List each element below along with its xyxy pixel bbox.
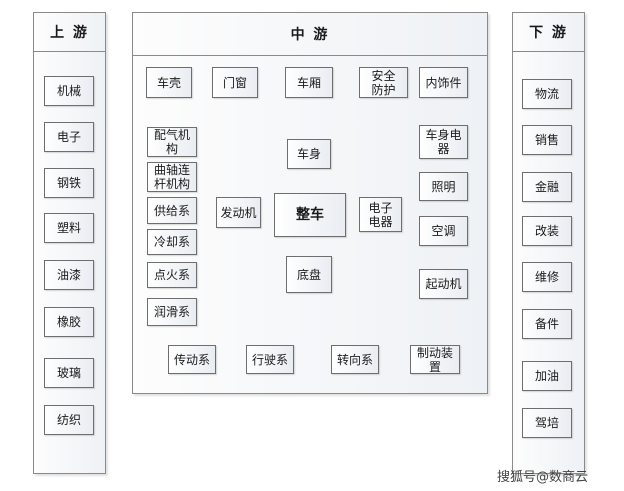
- top-item-safety: 安全防护: [359, 67, 408, 98]
- engine-part-cooling: 冷却系: [147, 229, 197, 255]
- engine-box: 发动机: [216, 197, 261, 228]
- downstream-item-finance: 金融: [522, 172, 572, 202]
- upstream-item-glass: 玻璃: [44, 358, 94, 388]
- downstream-item-parts: 备件: [522, 309, 572, 339]
- upstream-title: 上 游: [34, 13, 105, 52]
- vehicle-box: 整车: [274, 193, 346, 237]
- electronics-box: 电子电器: [359, 197, 402, 232]
- downstream-item-driving-school: 驾培: [522, 408, 572, 438]
- upstream-item-machinery: 机械: [44, 76, 94, 106]
- chassis-box: 底盘: [286, 256, 332, 293]
- engine-part-lubrication: 润滑系: [147, 298, 197, 326]
- chassis-part-transmission: 传动系: [168, 345, 216, 374]
- downstream-item-sales: 销售: [522, 125, 572, 155]
- downstream-item-logistics: 物流: [522, 79, 572, 109]
- upstream-item-steel: 钢铁: [44, 168, 94, 198]
- chassis-part-running: 行驶系: [246, 345, 294, 374]
- upstream-item-plastic: 塑料: [44, 213, 94, 243]
- downstream-item-fueling: 加油: [522, 361, 572, 391]
- midstream-title: 中 游: [133, 13, 487, 56]
- top-item-interior: 内饰件: [419, 67, 468, 98]
- top-item-compartment: 车厢: [285, 67, 333, 98]
- electrical-part-starter: 起动机: [419, 269, 468, 299]
- downstream-item-modification: 改装: [522, 216, 572, 246]
- engine-part-crankshaft: 曲轴连杆机构: [147, 162, 197, 192]
- body-box: 车身: [287, 139, 331, 169]
- top-item-shell: 车壳: [146, 67, 192, 98]
- upstream-item-rubber: 橡胶: [44, 307, 94, 337]
- watermark: 搜狐号@数商云: [497, 470, 589, 485]
- top-item-doors-windows: 门窗: [212, 67, 258, 98]
- engine-part-fuel: 供给系: [147, 197, 197, 224]
- upstream-item-textile: 纺织: [44, 405, 94, 435]
- chassis-part-steering: 转向系: [331, 345, 379, 374]
- electrical-part-body-electrical: 车身电器: [419, 125, 468, 159]
- engine-part-ignition: 点火系: [147, 262, 197, 288]
- downstream-title: 下 游: [513, 13, 584, 52]
- downstream-item-repair: 维修: [522, 262, 572, 292]
- upstream-item-paint: 油漆: [44, 260, 94, 290]
- chassis-part-braking: 制动装置: [410, 345, 460, 374]
- electrical-part-ac: 空调: [419, 216, 468, 246]
- engine-part-valve: 配气机构: [147, 127, 197, 157]
- electrical-part-lighting: 照明: [419, 172, 468, 201]
- upstream-item-electronics: 电子: [44, 122, 94, 152]
